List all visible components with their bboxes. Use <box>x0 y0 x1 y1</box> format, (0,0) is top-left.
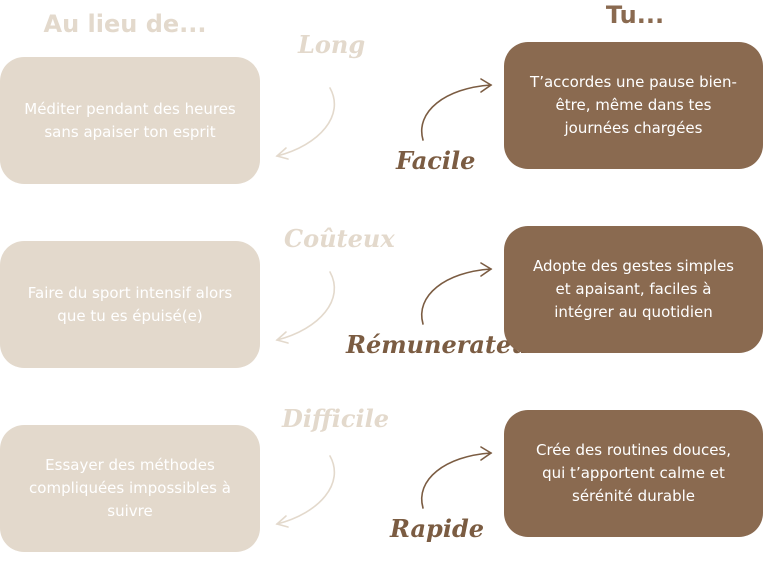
heading-instead-of: Au lieu de... <box>43 10 207 38</box>
problem-card-2: Faire du sport intensif alors que tu es … <box>0 241 260 368</box>
solution-text-1: T’accordes une pause bien-être, même dan… <box>530 73 737 137</box>
solution-card-3: Crée des routines douces, qui t’apporten… <box>504 410 763 537</box>
problem-card-1: Méditer pendant des heures sans apaiser … <box>0 57 260 184</box>
problem-text-2: Faire du sport intensif alors que tu es … <box>27 283 233 325</box>
arrow-right-1 <box>420 78 493 141</box>
solution-card-2: Adopte des gestes simples et apaisant, f… <box>504 226 763 353</box>
heading-you: Tu... <box>605 1 665 29</box>
solution-text-2: Adopte des gestes simples et apaisant, f… <box>532 257 734 321</box>
problem-text-1: Méditer pendant des heures sans apaiser … <box>24 99 236 141</box>
solution-card-1: T’accordes une pause bien-être, même dan… <box>504 42 763 169</box>
problem-card-3: Essayer des méthodes compliquées impossi… <box>0 425 260 552</box>
problem-text-3: Essayer des méthodes compliquées impossi… <box>29 456 231 520</box>
negative-label-difficile: Difficile <box>282 404 390 433</box>
arrow-right-3 <box>420 446 493 509</box>
arrow-right-2 <box>420 262 493 325</box>
positive-label-facile: Facile <box>396 146 476 175</box>
positive-label-rapide: Rapide <box>390 514 484 543</box>
arrow-left-3 <box>275 455 336 528</box>
arrow-left-1 <box>275 87 336 160</box>
negative-label-long: Long <box>298 30 366 59</box>
arrow-left-2 <box>275 271 336 344</box>
solution-text-3: Crée des routines douces, qui t’apporten… <box>535 441 732 505</box>
negative-label-couteux: Coûteux <box>284 224 395 253</box>
